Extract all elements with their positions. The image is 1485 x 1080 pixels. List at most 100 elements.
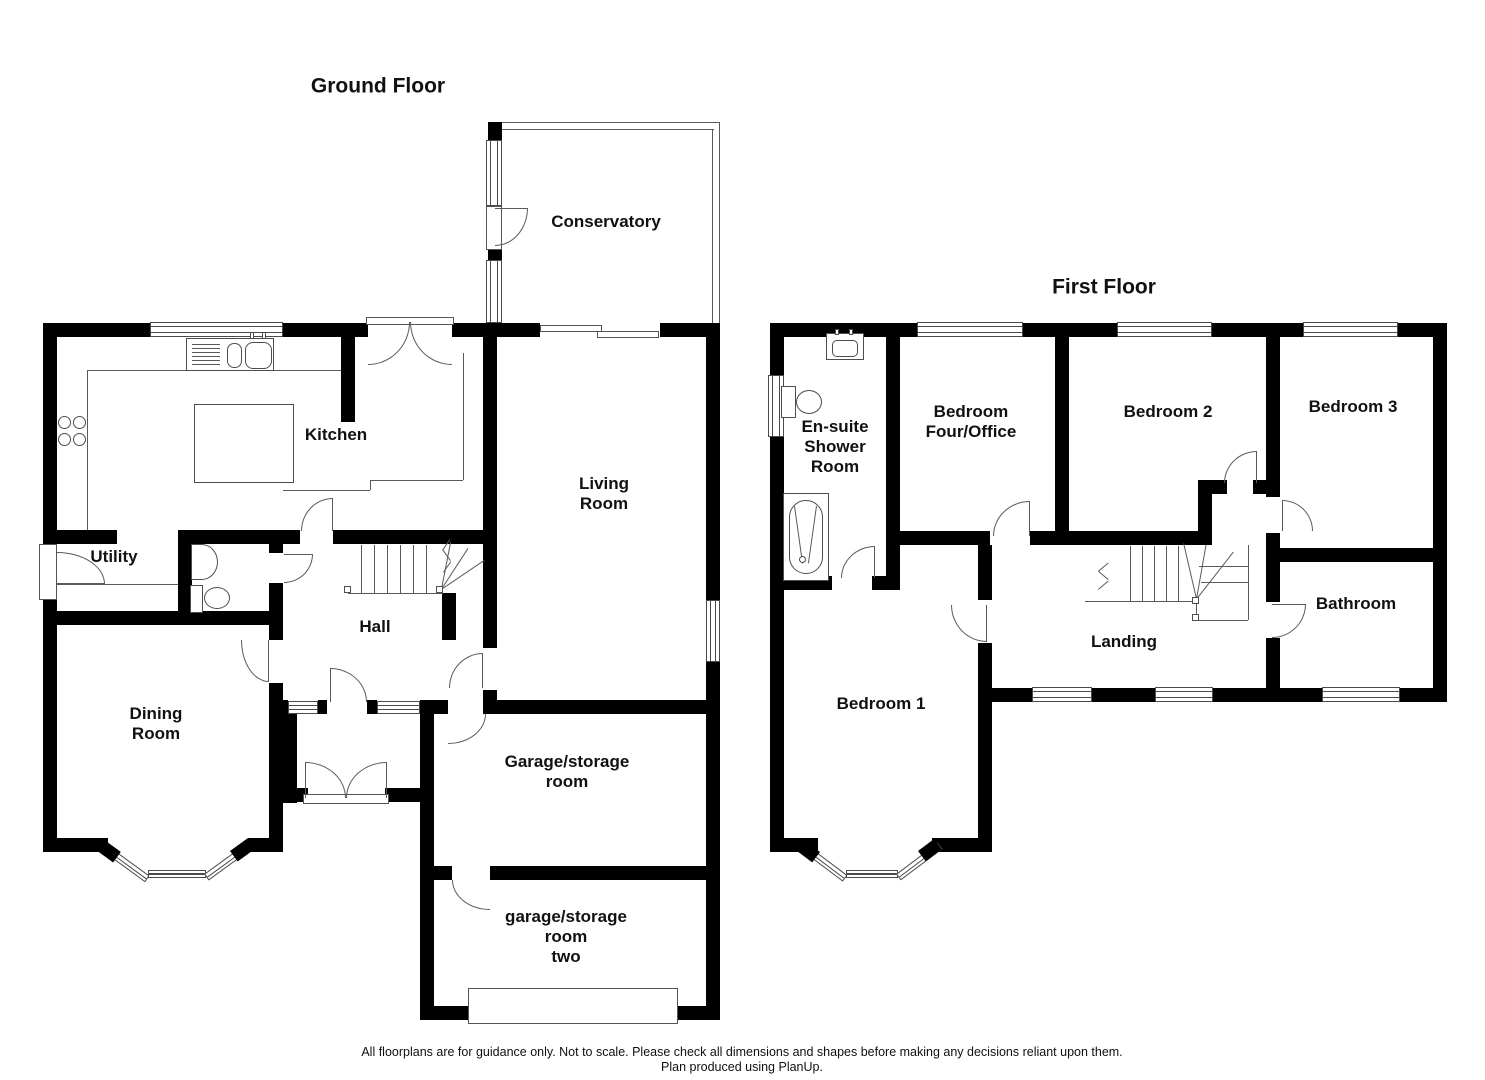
newel-post: [344, 586, 351, 593]
room-label-bedroom-2: Bedroom 2: [1123, 401, 1213, 421]
door-arc: [410, 322, 452, 365]
window: [150, 322, 283, 337]
room-label-landing: Landing: [1090, 631, 1158, 651]
door-arc: [449, 653, 483, 688]
stair-edge: [1196, 601, 1197, 618]
stair-tread: [1178, 546, 1179, 601]
room-label-bedroom-1: Bedroom 1: [836, 693, 926, 713]
stair-tread: [1166, 546, 1167, 601]
wall: [486, 700, 706, 714]
toilet-bowl: [796, 390, 822, 414]
bay-window: [148, 870, 206, 878]
door-arc: [452, 880, 490, 910]
wall: [1198, 480, 1212, 545]
wall: [1212, 480, 1227, 494]
tap-icon: [250, 332, 254, 339]
door-arc: [951, 605, 987, 642]
wall: [1280, 548, 1433, 562]
window: [288, 701, 318, 714]
stair-break-line: [1098, 570, 1109, 580]
sink-drainer-line: [192, 360, 220, 361]
wall: [1400, 688, 1447, 702]
window: [486, 140, 502, 206]
wall: [872, 576, 900, 590]
stair-tread: [1142, 546, 1143, 601]
wall: [367, 700, 377, 714]
hob-ring: [73, 433, 86, 446]
window: [1155, 687, 1213, 702]
ground-floor-title: Ground Floor: [310, 74, 446, 98]
wall: [178, 530, 192, 625]
window: [1117, 322, 1212, 337]
wall: [1212, 323, 1303, 337]
first-floor-title: First Floor: [1052, 275, 1156, 299]
door-arc: [301, 498, 333, 531]
wall: [978, 702, 992, 852]
disclaimer-line-2: Plan produced using PlanUp.: [661, 1060, 823, 1074]
wall: [1266, 638, 1280, 688]
floor-boundary-line: [283, 490, 370, 491]
wall: [434, 700, 448, 714]
sink-drainer-line: [192, 348, 220, 349]
room-label-hall: Hall: [359, 616, 391, 636]
newel-post: [436, 586, 443, 593]
stair-tread: [387, 545, 388, 593]
wall: [43, 323, 150, 337]
room-label-bathroom: Bathroom: [1315, 593, 1397, 613]
wall: [488, 122, 502, 140]
sink-drainer-line: [192, 356, 220, 357]
wall: [43, 611, 283, 625]
room-label-garage-storage: Garage/storage room: [504, 751, 630, 791]
stair-tread: [361, 545, 362, 593]
room-label-kitchen: Kitchen: [304, 424, 368, 444]
room-label-garage-storage-two: garage/storage room two: [505, 906, 627, 967]
wall: [269, 583, 283, 640]
room-label-dining-room: Dining Room: [129, 703, 183, 743]
door-arc: [330, 668, 367, 702]
door-arc: [368, 322, 410, 365]
wall: [770, 437, 784, 852]
wall: [483, 337, 497, 648]
room-label-conservatory: Conservatory: [551, 211, 661, 231]
stair-tread: [1183, 543, 1197, 599]
wall: [420, 700, 434, 1020]
floor-boundary-line: [57, 584, 178, 585]
stair-edge: [1085, 601, 1196, 602]
wall: [1030, 531, 1212, 545]
wall: [1266, 533, 1280, 602]
glass-wall-line: [496, 122, 720, 123]
floor-boundary-line: [87, 370, 186, 371]
window: [377, 701, 420, 714]
wall: [43, 530, 117, 544]
shower-drain: [799, 556, 806, 563]
toilet-bowl: [204, 587, 230, 609]
kitchen-island: [194, 404, 294, 483]
wall: [269, 683, 283, 852]
door-arc: [993, 501, 1030, 536]
stair-edge: [1248, 545, 1249, 620]
tap-icon: [835, 329, 839, 335]
room-label-utility: Utility: [90, 546, 138, 566]
floor-boundary-line: [370, 480, 371, 490]
floor-boundary-line: [274, 370, 341, 371]
wall: [341, 337, 355, 422]
garage-door: [468, 988, 678, 1024]
floor-boundary-line: [370, 480, 463, 481]
wall: [452, 323, 540, 337]
wall: [1433, 337, 1447, 702]
sliding-door: [597, 331, 659, 338]
sink-drainer-line: [192, 344, 220, 345]
stair-tread: [1196, 551, 1234, 600]
sink-bowl: [245, 342, 272, 369]
wall: [385, 788, 434, 802]
wall: [442, 593, 456, 640]
wall: [770, 337, 784, 375]
wall: [1023, 323, 1117, 337]
wall: [43, 600, 57, 852]
door-arc: [1224, 451, 1257, 483]
wall: [978, 643, 992, 688]
wall: [420, 866, 452, 880]
wall: [490, 866, 720, 880]
wall: [269, 530, 283, 553]
room-label-living-room: Living Room: [578, 473, 630, 513]
